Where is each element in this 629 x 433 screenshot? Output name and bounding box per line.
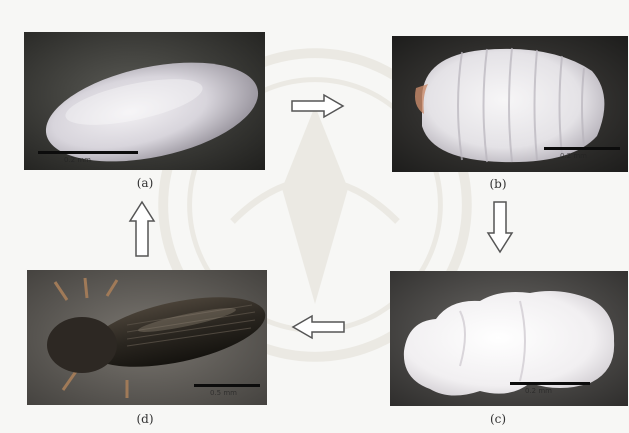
scale-label: 0.2 mm xyxy=(525,387,552,395)
arrow-up-icon xyxy=(128,200,156,258)
scale-label: 0.2 mm xyxy=(560,152,587,160)
scale-bar xyxy=(194,384,260,387)
arrow-right-icon xyxy=(290,93,346,119)
panel-a-egg-image: 0.2 mm xyxy=(24,32,265,170)
caption-b: (b) xyxy=(478,177,518,191)
caption-c: (c) xyxy=(478,412,518,426)
panel-d-adult-image: 0.5 mm xyxy=(27,270,267,405)
caption-a: (a) xyxy=(125,176,165,190)
arrow-down-icon xyxy=(486,200,514,254)
panel-c-pupa-image: 0.2 mm xyxy=(390,271,628,406)
scale-bar xyxy=(544,147,620,150)
panel-b-larva-image: 0.2 mm xyxy=(392,36,628,172)
arrow-left-icon xyxy=(290,314,346,340)
scale-label: 0.5 mm xyxy=(210,389,237,397)
scale-label: 0.2 mm xyxy=(64,156,91,164)
scale-bar xyxy=(38,151,138,154)
caption-d: (d) xyxy=(125,412,165,426)
scale-bar xyxy=(510,382,590,385)
